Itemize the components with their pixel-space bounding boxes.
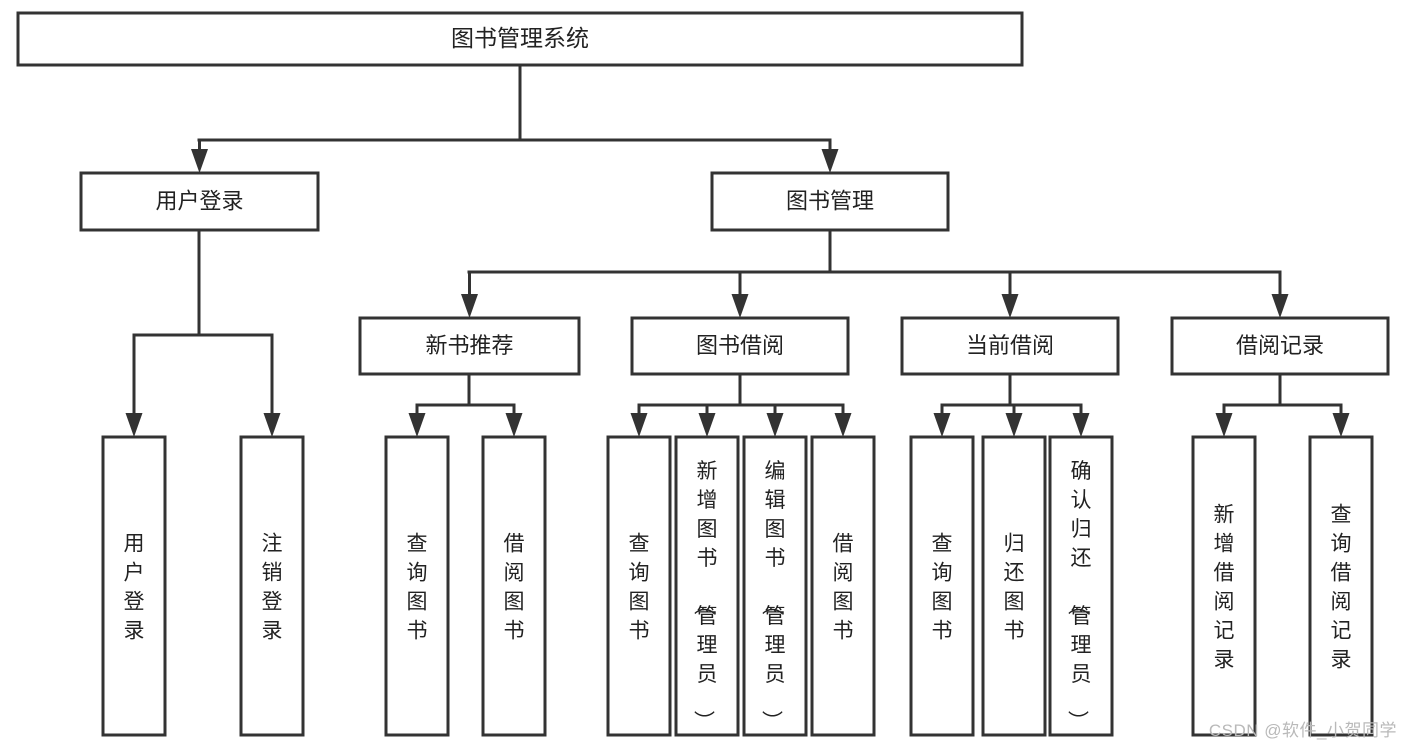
edge-current-borrow-to-leaf-query-book-3 xyxy=(933,403,951,437)
node-leaf-add-record[interactable]: 新增借阅记录 xyxy=(1191,435,1257,737)
node-box-new-book-rec[interactable] xyxy=(358,316,581,376)
node-new-book-rec[interactable]: 新书推荐 xyxy=(358,316,581,376)
node-box-leaf-query-record[interactable] xyxy=(1308,435,1374,737)
node-box-book-manage[interactable] xyxy=(710,171,950,232)
node-label-leaf-borrow-book-1: 借阅图书 xyxy=(504,533,525,643)
node-leaf-confirm-return[interactable]: 确认归还（管理员） xyxy=(1048,435,1114,737)
node-user-login[interactable]: 用户登录 xyxy=(79,171,320,232)
node-label-leaf-return-book: 归还图书 xyxy=(1004,533,1025,643)
node-box-root[interactable] xyxy=(16,11,1024,67)
node-box-leaf-edit-book[interactable] xyxy=(742,435,808,737)
node-label-leaf-edit-book: 编辑图书（管理员） xyxy=(760,460,786,731)
edge-user-login-to-leaf-user-login xyxy=(125,333,143,437)
node-label-leaf-user-logout: 注销登录 xyxy=(262,533,283,643)
connector-bus-user-login xyxy=(132,228,273,337)
node-label-leaf-query-book-2: 查询图书 xyxy=(629,533,650,643)
node-book-borrow[interactable]: 图书借阅 xyxy=(630,316,850,376)
node-leaf-user-logout[interactable]: 注销登录 xyxy=(239,435,305,737)
node-current-borrow[interactable]: 当前借阅 xyxy=(900,316,1120,376)
connector-bus-borrow-record xyxy=(1222,372,1343,407)
node-box-leaf-confirm-return[interactable] xyxy=(1048,435,1114,737)
edge-user-login-to-leaf-user-logout xyxy=(263,333,281,437)
edge-new-book-rec-to-leaf-query-book-1 xyxy=(408,403,426,437)
edge-book-borrow-to-leaf-query-book-2 xyxy=(630,403,648,437)
node-box-user-login[interactable] xyxy=(79,171,320,232)
node-box-leaf-borrow-book-2[interactable] xyxy=(810,435,876,737)
node-box-book-borrow[interactable] xyxy=(630,316,850,376)
connector-bus-new-book-rec xyxy=(415,372,516,407)
node-box-leaf-user-logout[interactable] xyxy=(239,435,305,737)
node-leaf-query-record[interactable]: 查询借阅记录 xyxy=(1308,435,1374,737)
node-label-leaf-query-record: 查询借阅记录 xyxy=(1331,504,1352,672)
node-box-current-borrow[interactable] xyxy=(900,316,1120,376)
node-label-user-login: 用户登录 xyxy=(155,188,243,213)
node-box-leaf-borrow-book-1[interactable] xyxy=(481,435,547,737)
edge-root-to-book-manage xyxy=(821,138,839,173)
node-label-book-borrow: 图书借阅 xyxy=(696,333,784,358)
node-label-new-book-rec: 新书推荐 xyxy=(425,333,513,358)
node-box-leaf-query-book-3[interactable] xyxy=(909,435,975,737)
watermark-label: CSDN @软件_小贺同学 xyxy=(1208,721,1397,740)
node-leaf-borrow-book-1[interactable]: 借阅图书 xyxy=(481,435,547,737)
node-box-leaf-return-book[interactable] xyxy=(981,435,1047,737)
node-leaf-borrow-book-2[interactable]: 借阅图书 xyxy=(810,435,876,737)
node-box-leaf-query-book-2[interactable] xyxy=(606,435,672,737)
edge-current-borrow-to-leaf-confirm-return xyxy=(1072,403,1090,437)
node-label-leaf-add-record: 新增借阅记录 xyxy=(1214,504,1235,672)
node-leaf-edit-book[interactable]: 编辑图书（管理员） xyxy=(742,435,808,737)
node-book-manage[interactable]: 图书管理 xyxy=(710,171,950,232)
node-label-borrow-record: 借阅记录 xyxy=(1236,333,1324,358)
edge-book-manage-to-borrow-record xyxy=(1271,270,1289,318)
node-label-book-manage: 图书管理 xyxy=(786,188,874,213)
node-label-leaf-user-login: 用户登录 xyxy=(124,533,145,643)
node-box-leaf-query-book-1[interactable] xyxy=(384,435,450,737)
node-borrow-record[interactable]: 借阅记录 xyxy=(1170,316,1390,376)
node-root[interactable]: 图书管理系统 xyxy=(16,11,1024,67)
node-layer: 图书管理系统用户登录图书管理新书推荐图书借阅当前借阅借阅记录用户登录注销登录查询… xyxy=(16,11,1390,737)
edge-book-manage-to-current-borrow xyxy=(1001,270,1019,318)
node-leaf-add-book[interactable]: 新增图书（管理员） xyxy=(674,435,740,737)
edge-borrow-record-to-leaf-add-record xyxy=(1215,403,1233,437)
edge-book-manage-to-book-borrow xyxy=(731,270,749,318)
node-leaf-user-login[interactable]: 用户登录 xyxy=(101,435,167,737)
edge-book-borrow-to-leaf-add-book xyxy=(698,403,716,437)
node-box-leaf-user-login[interactable] xyxy=(101,435,167,737)
node-label-current-borrow: 当前借阅 xyxy=(966,333,1054,358)
connector-bus-current-borrow xyxy=(940,372,1083,407)
edge-new-book-rec-to-leaf-borrow-book-1 xyxy=(505,403,523,437)
node-box-leaf-add-book[interactable] xyxy=(674,435,740,737)
node-box-leaf-add-record[interactable] xyxy=(1191,435,1257,737)
edge-borrow-record-to-leaf-query-record xyxy=(1332,403,1350,437)
node-label-leaf-confirm-return: 确认归还（管理员） xyxy=(1066,460,1092,731)
node-label-leaf-query-book-1: 查询图书 xyxy=(407,533,428,643)
node-label-leaf-borrow-book-2: 借阅图书 xyxy=(833,533,854,643)
node-label-leaf-add-book: 新增图书（管理员） xyxy=(692,460,718,731)
edge-root-to-user-login xyxy=(191,138,208,173)
node-leaf-query-book-2[interactable]: 查询图书 xyxy=(606,435,672,737)
node-leaf-return-book[interactable]: 归还图书 xyxy=(981,435,1047,737)
edge-current-borrow-to-leaf-return-book xyxy=(1005,403,1023,437)
node-leaf-query-book-3[interactable]: 查询图书 xyxy=(909,435,975,737)
node-label-leaf-query-book-3: 查询图书 xyxy=(932,533,953,643)
connector-bus-book-borrow xyxy=(637,372,845,407)
node-leaf-query-book-1[interactable]: 查询图书 xyxy=(384,435,450,737)
edge-book-manage-to-new-book-rec xyxy=(461,270,478,318)
connector-bus-book-manage xyxy=(467,228,1282,274)
edge-book-borrow-to-leaf-borrow-book-2 xyxy=(834,403,852,437)
node-label-root: 图书管理系统 xyxy=(451,25,589,51)
connector-layer xyxy=(125,63,1350,437)
connector-bus-root xyxy=(197,63,832,142)
edge-book-borrow-to-leaf-edit-book xyxy=(766,403,784,437)
node-box-borrow-record[interactable] xyxy=(1170,316,1390,376)
